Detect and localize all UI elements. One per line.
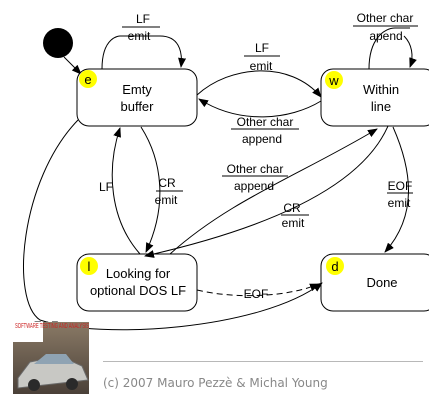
state-e-badge [79,70,97,88]
w-self-label-top: Other char [357,11,414,25]
book-cover-logo: SOFTWARE TESTING AND ANALYSIS [13,322,89,394]
l-to-e-arrow [111,127,141,255]
l-to-w-label-bottom: append [234,179,274,193]
e-self-loop-arrow [101,35,187,70]
state-w-name-line2: line [371,99,391,114]
state-e-badge-label: e [84,72,91,87]
e-to-w-label-bottom: emit [250,59,273,73]
state-w-badge-label: w [328,73,339,88]
w-self-label-bottom: apend [369,29,402,43]
w-to-d-label-top: EOF [388,179,413,193]
l-to-w-arrow [169,128,378,255]
w-to-e-arrow [198,98,322,118]
w-to-l-label-top: CR [283,201,301,215]
book-cover-brand-text: SOFTWARE TESTING AND ANALYSIS [15,323,89,330]
footer-rule [103,361,423,362]
state-e-name-line1: Emty [122,82,152,97]
e-to-l-label-bottom: emit [155,193,178,207]
initial-transition-arrow [63,56,82,75]
copyright-footer: (c) 2007 Mauro Pezzè & Michal Young [103,376,328,390]
l-to-e-label: LF [99,180,113,194]
e-self-label-top: LF [136,12,150,26]
e-to-l-label-top: CR [158,176,176,190]
initial-state-dot [43,28,73,58]
state-l-badge [80,257,98,275]
w-to-d-arrow [384,126,409,253]
state-l-badge-label: l [88,259,91,274]
state-d-badge-label: d [331,259,338,274]
e-self-label-bottom: emit [128,29,151,43]
state-l-name-line2: optional DOS LF [90,283,186,298]
w-to-l-label-bottom: emit [282,216,305,230]
w-to-l-arrow [144,125,389,258]
state-l-name-line1: Looking for [106,266,171,281]
state-l-box [76,253,198,312]
state-w-badge [325,71,343,89]
state-d-badge [326,257,344,275]
e-to-l-arrow [140,126,161,253]
w-self-loop-arrow-head [403,35,417,68]
state-e-box [76,68,198,127]
w-self-loop-arrow [368,27,410,70]
state-d-name-line1: Done [366,275,397,290]
w-to-d-label-bottom: emit [388,196,411,210]
w-to-e-label-bottom: append [242,132,282,146]
w-to-e-label-top: Other char [237,115,294,129]
l-to-d-arrow [196,283,320,297]
e-to-d-arrow [23,119,323,331]
l-to-d-label: EOF [244,287,269,301]
state-w-name-line1: Within [363,82,399,97]
e-to-w-label-top: LF [255,41,269,55]
l-to-w-label-top: Other char [227,162,284,176]
e-to-w-arrow [196,70,322,98]
state-e-name-line2: buffer [120,99,154,114]
